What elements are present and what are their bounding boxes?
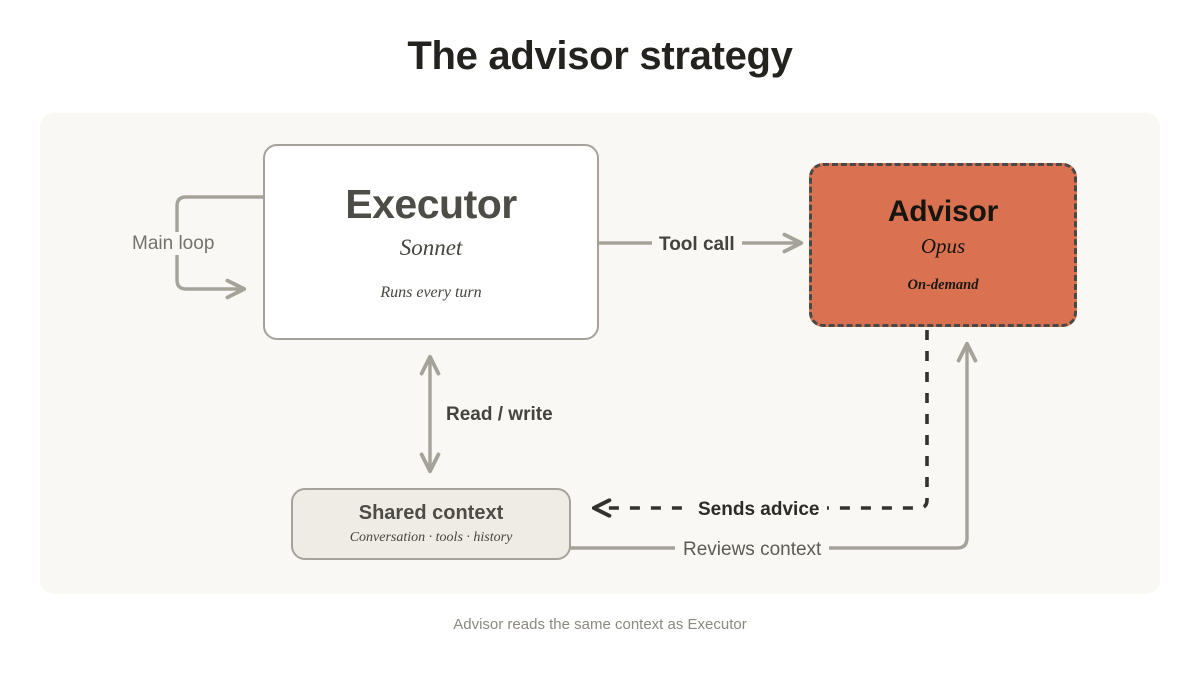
- advisor-title: Advisor: [887, 195, 999, 229]
- advisor-subtitle: Opus: [920, 234, 966, 259]
- executor-title: Executor: [345, 180, 517, 227]
- node-advisor[interactable]: Advisor Opus On-demand: [809, 163, 1077, 327]
- shared-context-subtitle: Conversation · tools · history: [349, 530, 513, 545]
- edge-label-read-write: Read / write: [441, 402, 558, 427]
- diagram-caption: Advisor reads the same context as Execut…: [453, 616, 747, 633]
- edge-label-reviews-context: Reviews context: [675, 537, 830, 562]
- edge-label-sends-advice: Sends advice: [690, 497, 828, 522]
- node-shared-context[interactable]: Shared context Conversation · tools · hi…: [291, 488, 571, 560]
- shared-context-title: Shared context: [358, 502, 504, 524]
- executor-subtitle: Sonnet: [399, 234, 463, 260]
- node-executor[interactable]: Executor Sonnet Runs every turn: [263, 144, 599, 340]
- page-title: The advisor strategy: [407, 34, 793, 78]
- edge-label-main-loop: Main loop: [128, 232, 219, 255]
- executor-note: Runs every turn: [380, 283, 482, 301]
- edge-label-tool-call: Tool call: [652, 232, 742, 257]
- advisor-note: On-demand: [907, 277, 979, 294]
